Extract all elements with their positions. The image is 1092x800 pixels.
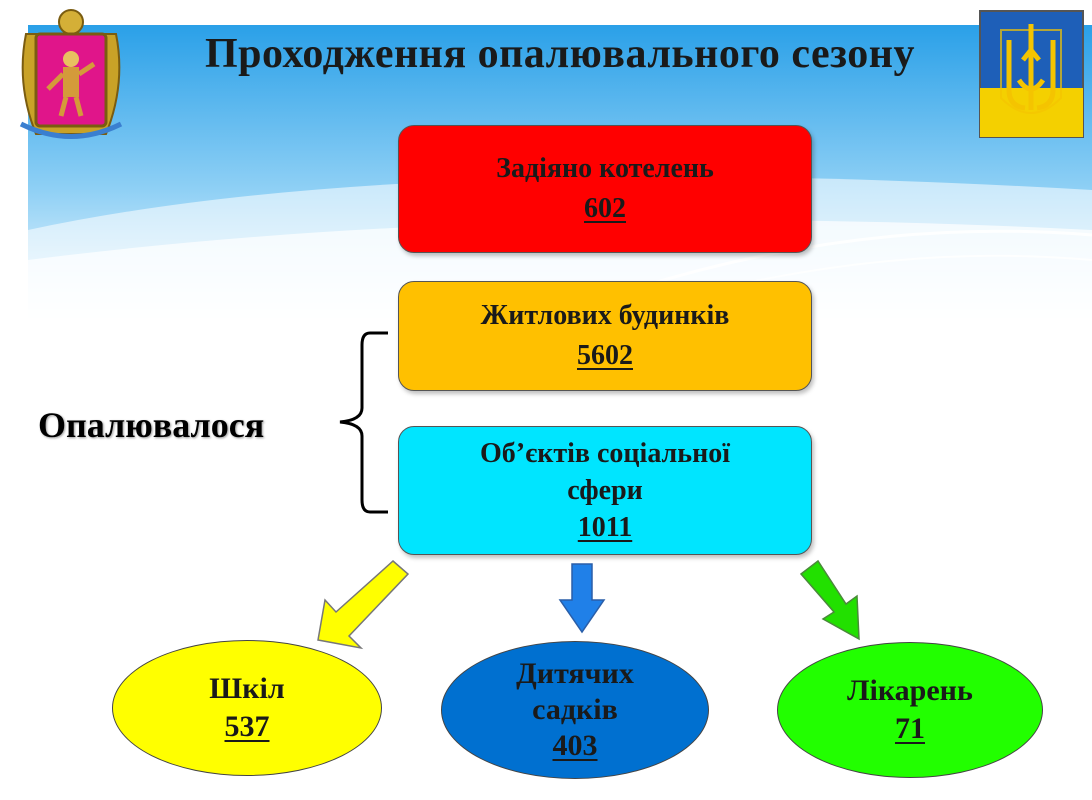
kindergartens-ellipse: Дитячих садків 403 [441, 641, 709, 779]
homes-label: Житлових будинків [480, 300, 730, 331]
hospitals-ellipse: Лікарень 71 [777, 642, 1043, 778]
hospitals-label: Лікарень [847, 674, 973, 707]
page-title: Проходження опалювального сезону [205, 31, 915, 77]
homes-box: Житлових будинків 5602 [398, 281, 812, 391]
homes-value: 5602 [577, 340, 633, 371]
hospitals-value: 71 [895, 712, 925, 745]
ukraine-coat-of-arms-icon [979, 10, 1084, 138]
social-value: 1011 [577, 512, 633, 543]
boilers-box: Задіяно котелень 602 [398, 125, 812, 253]
social-label-line1: Об’єктів соціальної [479, 438, 730, 469]
social-objects-box: Об’єктів соціальної сфери 1011 [398, 426, 812, 555]
kindergartens-value: 403 [552, 729, 598, 762]
heated-label: Опалювалося [38, 405, 265, 445]
brace-icon [339, 331, 388, 514]
regional-coat-of-arms-icon [19, 9, 123, 139]
schools-label: Шкіл [209, 672, 285, 705]
boilers-value: 602 [584, 193, 626, 224]
schools-value: 537 [224, 710, 270, 743]
arrow-to-schools-icon [317, 560, 410, 650]
arrow-to-kindergartens-icon [558, 563, 606, 634]
boilers-label: Задіяно котелень [496, 153, 714, 184]
kindergartens-label-line2: садків [532, 693, 618, 726]
arrow-to-hospitals-icon [799, 559, 860, 641]
kindergartens-label-line1: Дитячих [516, 657, 634, 690]
schools-ellipse: Шкіл 537 [112, 640, 382, 776]
social-label-line2: сфери [567, 475, 643, 506]
